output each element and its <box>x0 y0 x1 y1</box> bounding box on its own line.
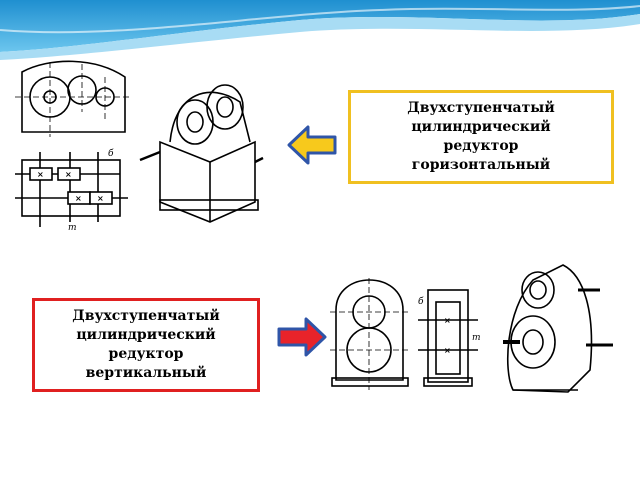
label-line: Двухступенчатый <box>72 308 220 324</box>
arrow-left-icon <box>287 125 337 165</box>
header-wave <box>0 0 640 60</box>
svg-text:×: × <box>75 194 82 203</box>
label-line: редуктор <box>108 346 184 362</box>
horizontal-reducer-drawing: б т × × × × <box>15 60 264 232</box>
arrow-right-icon <box>277 317 327 357</box>
label-line: Двухступенчатый <box>407 100 555 116</box>
shaft-label-b-top: б <box>108 148 114 159</box>
shaft-label-t-top: т <box>68 223 77 232</box>
label-line: вертикальный <box>85 365 207 381</box>
svg-text:×: × <box>444 316 451 325</box>
svg-text:×: × <box>444 346 451 355</box>
shaft-label-b-bottom: б <box>418 296 424 307</box>
svg-text:×: × <box>65 170 72 179</box>
vertical-reducer-label: Двухступенчатый цилиндрический редуктор … <box>32 298 260 392</box>
label-line: цилиндрический <box>76 327 216 343</box>
svg-text:×: × <box>97 194 104 203</box>
horizontal-reducer-label: Двухступенчатый цилиндрический редуктор … <box>348 90 614 184</box>
svg-text:×: × <box>37 170 44 179</box>
label-line: горизонтальный <box>411 157 551 173</box>
vertical-reducer-drawing: б т × × <box>330 264 613 393</box>
label-line: цилиндрический <box>411 119 551 135</box>
label-line: редуктор <box>443 138 519 154</box>
shaft-label-t-bottom: т <box>472 333 481 343</box>
